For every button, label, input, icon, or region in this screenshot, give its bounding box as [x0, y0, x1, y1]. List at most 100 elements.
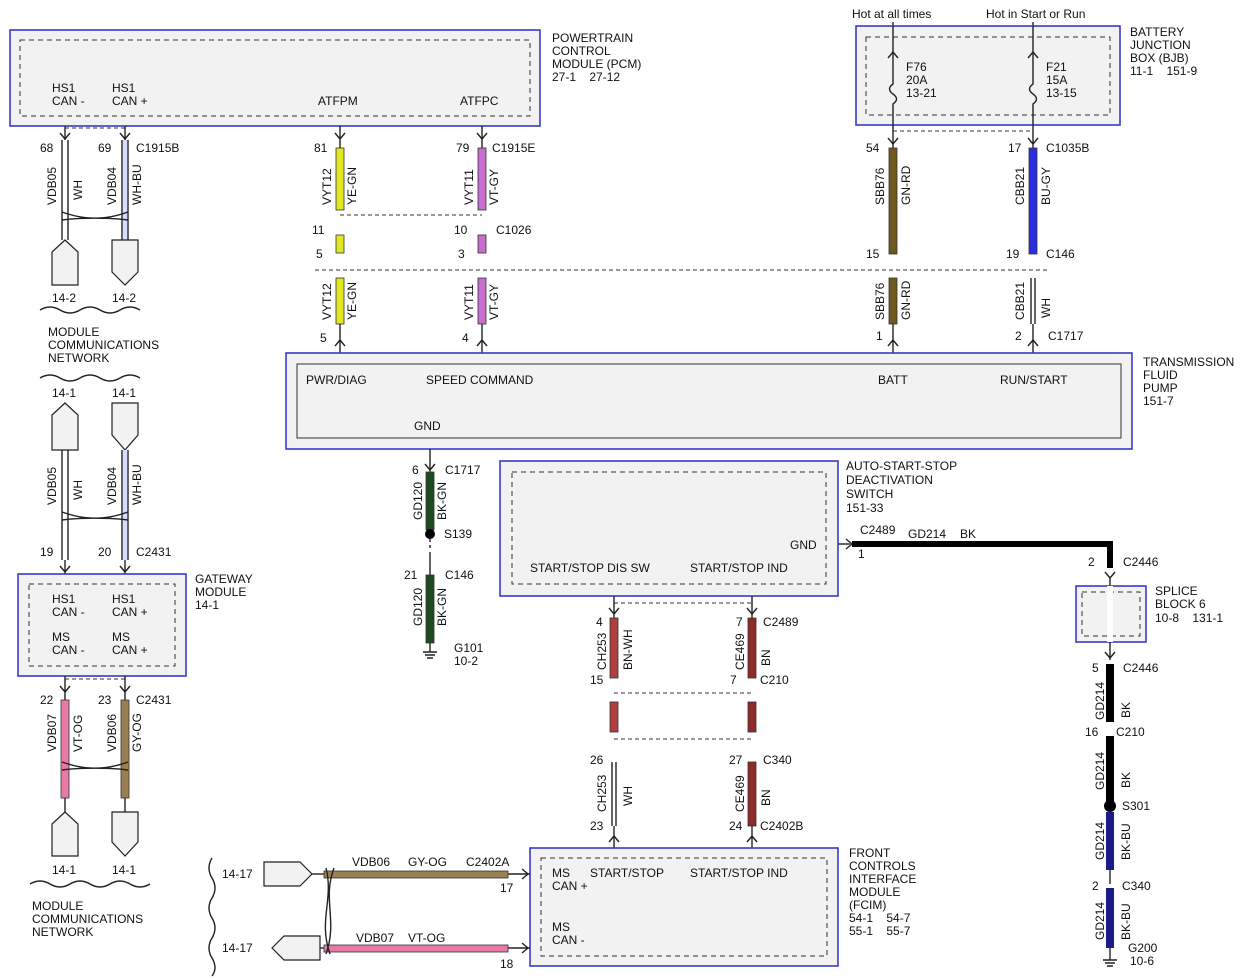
wire-gd214-b-color: BK [1119, 772, 1133, 788]
wire-vdb04-b-color: WH-BU [130, 464, 144, 505]
connector-c1915e: C1915E [492, 141, 535, 155]
wire-vdb07-a-color: VT-OG [71, 715, 85, 752]
gateway-wiring-lower [59, 676, 131, 812]
connector-c2489-b: C2489 [763, 615, 799, 629]
tfp-pin-gnd: GND [414, 419, 441, 433]
ref-connector-14-17-a-icon [263, 861, 313, 887]
pin-15b: 15 [590, 673, 604, 687]
gw-pin-ms-can-plus-line1: MS [112, 630, 130, 644]
connector-c1035b: C1035B [1046, 141, 1089, 155]
ref-14-1-d: 14-1 [112, 863, 136, 877]
pcm-pin-hs1-can-plus-line2: CAN + [112, 94, 148, 108]
fcim-pin-ms-can-minus-line2: CAN - [552, 933, 585, 947]
ref-connector-14-1-b [111, 402, 139, 451]
splice-block-title-line2: BLOCK 6 [1155, 597, 1206, 611]
pin-27: 27 [729, 753, 743, 767]
wire-vdb07-b-color: VT-OG [408, 931, 445, 945]
bjb-title-line1: BATTERY [1130, 25, 1184, 39]
pin-15a: 15 [866, 247, 880, 261]
wire-vdb05-a-color: WH [71, 180, 85, 200]
wire-gd214-d-color: BK-BU [1119, 903, 1133, 940]
ref-connector-14-2-a [51, 239, 79, 286]
wire-vdb04-a-circuit: VDB04 [105, 167, 119, 205]
ass-pin-start-stop-ind: START/STOP IND [690, 561, 788, 575]
pin-68: 68 [40, 141, 54, 155]
pin-5b: 5 [320, 331, 327, 345]
gateway-title-line1: GATEWAY [195, 572, 253, 586]
wire-gd214-c-color: BK-BU [1119, 823, 1133, 860]
ass-title-line2: DEACTIVATION [846, 473, 933, 487]
pin-2b: 2 [1088, 555, 1095, 569]
pin-2a: 2 [1015, 329, 1022, 343]
fcim-pin-ms-can-minus-line1: MS [552, 920, 570, 934]
wire-vdb06-b-circuit: VDB06 [352, 855, 390, 869]
ass-module: START/STOP DIS SW START/STOP IND GND [499, 460, 839, 597]
pcm-pin-atfpm: ATFPM [318, 94, 358, 108]
gw-pin-hs1-can-minus-line1: HS1 [52, 592, 76, 606]
connector-c2489-a: C2489 [860, 523, 896, 537]
fuse-f21-line3: 13-15 [1046, 86, 1077, 100]
wire-vdb04-a-color: WH-BU [130, 164, 144, 205]
wire-cbb21-b-circuit: CBB21 [1013, 282, 1027, 320]
connector-c210-a: C210 [760, 673, 789, 687]
wire-ce469-a-circuit: CE469 [733, 633, 747, 670]
pin-19b: 19 [40, 545, 54, 559]
wire-vdb06-b-color: GY-OG [408, 855, 447, 869]
pin-69: 69 [98, 141, 112, 155]
pcm-pin-atfpc: ATFPC [460, 94, 499, 108]
splice-block-title-line3: 10-8 131-1 [1155, 611, 1223, 625]
wire-gd120-b-color: BK-GN [435, 588, 449, 626]
pin-7b: 7 [730, 673, 737, 687]
tfp-pin-speed-command: SPEED COMMAND [426, 373, 534, 387]
pcm-title-line3: MODULE (PCM) [552, 57, 641, 71]
tfp-pin-batt: BATT [878, 373, 908, 387]
ground-g101-line1: G101 [454, 641, 484, 655]
gw-pin-ms-can-plus-line2: CAN + [112, 643, 148, 657]
ref-14-17-b: 14-17 [222, 941, 253, 955]
connector-c2402b: C2402B [760, 819, 803, 833]
pin-23a: 23 [98, 693, 112, 707]
ground-g200-line2: 10-6 [1130, 954, 1154, 968]
ref-connector-14-1-d [111, 811, 139, 857]
ref-14-1-a: 14-1 [52, 386, 76, 400]
ref-14-2-b: 14-2 [112, 291, 136, 305]
ass-title-line1: AUTO-START-STOP [846, 459, 957, 473]
gw-pin-hs1-can-minus-line2: CAN - [52, 605, 85, 619]
splice-s301: S301 [1122, 799, 1150, 813]
fcim-pin-ms-can-plus-line2: CAN + [552, 879, 588, 893]
bjb-title-line3: BOX (BJB) [1130, 51, 1189, 65]
pin-79: 79 [456, 141, 470, 155]
pin-81: 81 [314, 141, 328, 155]
wire-vdb05-b-color: WH [71, 480, 85, 500]
pin-10: 10 [454, 223, 468, 237]
bjb-title-line4: 11-1 151-9 [1130, 64, 1197, 78]
fuse-f76-line1: F76 [906, 60, 927, 74]
ground-g200-line1: G200 [1128, 941, 1158, 955]
wire-vdb06-a-circuit: VDB06 [105, 714, 119, 752]
fcim-title-line1: FRONT [849, 846, 891, 860]
pin-23b: 23 [590, 819, 604, 833]
pin-5a: 5 [316, 247, 323, 261]
tfp-title-line2: FLUID [1143, 368, 1178, 382]
feed-hot-at-all-times: Hot at all times [852, 7, 931, 21]
mcn-lower-line3: NETWORK [32, 925, 93, 939]
connector-c1026: C1026 [496, 223, 532, 237]
connector-c2402a: C2402A [466, 855, 509, 869]
wire-vyt11-a-circuit: VYT11 [462, 169, 476, 205]
ref-14-1-b: 14-1 [112, 386, 136, 400]
tfp-pin-pwr-diag: PWR/DIAG [306, 373, 367, 387]
bjb-module: F76 20A 13-21 F21 15A 13-15 [855, 25, 1121, 126]
ref-connector-14-1-c [51, 811, 79, 857]
pcm-pin-hs1-can-minus-line1: HS1 [52, 81, 76, 95]
fcim-title-line5: (FCIM) [849, 898, 886, 912]
mcn-upper-line2: COMMUNICATIONS [48, 338, 159, 352]
gateway-module: HS1 CAN - HS1 CAN + MS CAN - MS CAN + [17, 573, 187, 677]
ref-connector-14-1-a [51, 402, 79, 451]
wire-gd214-h-circuit: GD214 [908, 527, 946, 541]
ref-connector-14-2-b [111, 239, 139, 286]
fuse-f76-icon [888, 26, 898, 125]
pcm-title-line4: 27-1 27-12 [552, 70, 620, 84]
bjb-title: BATTERY JUNCTION BOX (BJB) 11-1 151-9 [1130, 25, 1197, 78]
connector-c2431-b: C2431 [136, 693, 172, 707]
